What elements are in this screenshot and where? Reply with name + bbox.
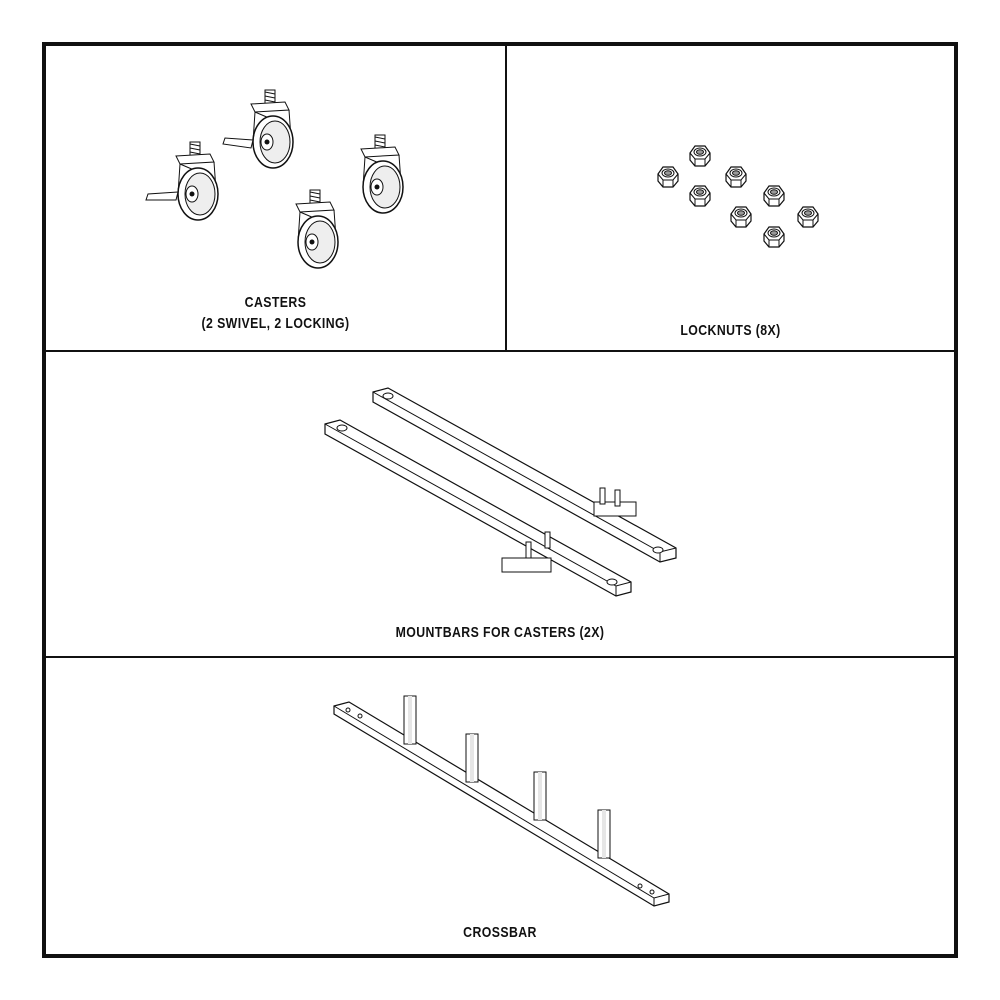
locknut-icon	[689, 185, 711, 207]
parts-sheet: CASTERS (2 SWIVEL, 2 LOCKING)	[42, 42, 958, 958]
panel-mountbars: MOUNTBARS FOR CASTERS (2X)	[46, 352, 954, 658]
mountbar-icon	[373, 388, 676, 562]
caster-wheel-icon	[223, 89, 294, 169]
casters-subtitle: (2 SWIVEL, 2 LOCKING)	[201, 315, 350, 332]
panel-crossbar: CROSSBAR	[46, 658, 954, 954]
locknut-icon	[797, 206, 819, 228]
casters-title: CASTERS	[244, 294, 307, 311]
locknuts-title: LOCKNUTS (8X)	[680, 322, 781, 339]
mountbars-illustration	[46, 352, 954, 658]
casters-illustration	[46, 89, 404, 269]
locknut-icon	[657, 166, 679, 188]
crossbar-icon	[334, 696, 669, 906]
locknut-icon	[763, 226, 785, 248]
locknut-icon	[689, 145, 711, 167]
locknuts-caption: LOCKNUTS (8X)	[547, 320, 914, 341]
locknut-icon	[725, 166, 747, 188]
mountbars-caption: MOUNTBARS FOR CASTERS (2X)	[128, 622, 873, 643]
mountbar-icon	[325, 420, 631, 596]
panel-casters: CASTERS (2 SWIVEL, 2 LOCKING)	[46, 46, 507, 352]
crossbar-illustration	[46, 658, 954, 954]
casters-caption: CASTERS (2 SWIVEL, 2 LOCKING)	[87, 292, 463, 334]
caster-wheel-icon	[360, 134, 404, 214]
caster-wheel-icon	[146, 141, 219, 221]
crossbar-caption: CROSSBAR	[128, 922, 873, 943]
locknuts-illustration	[657, 145, 819, 248]
crossbar-title: CROSSBAR	[463, 924, 537, 941]
panel-locknuts: LOCKNUTS (8X)	[507, 46, 954, 352]
locknut-icon	[763, 185, 785, 207]
caster-wheel-icon	[295, 189, 339, 269]
locknut-icon	[730, 206, 752, 228]
mountbars-title: MOUNTBARS FOR CASTERS (2X)	[395, 624, 605, 641]
